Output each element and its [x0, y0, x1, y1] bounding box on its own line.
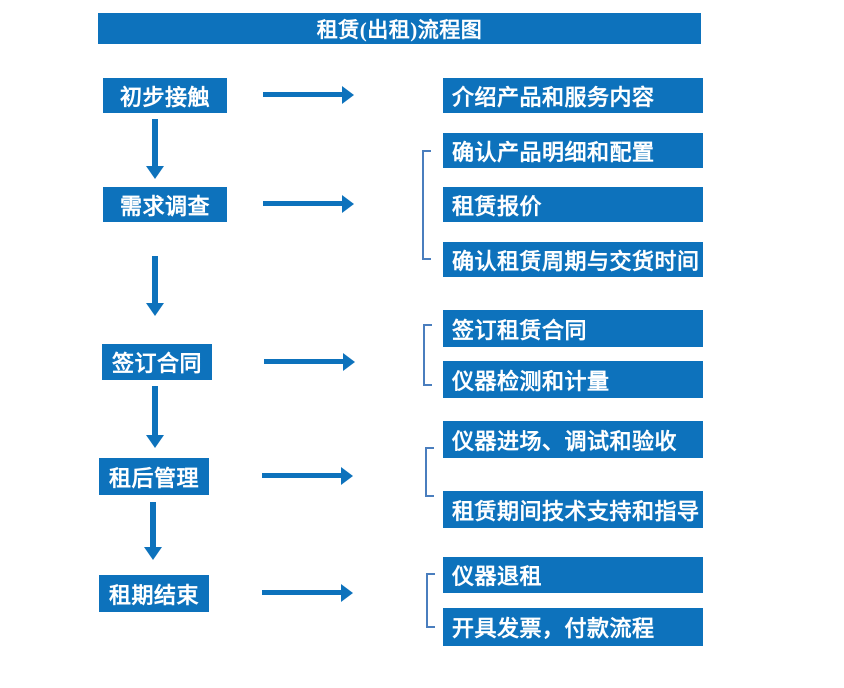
output-box-instrument-testing: 仪器检测和计量: [443, 361, 703, 398]
output-box-introduce-products: 介绍产品和服务内容: [443, 78, 703, 113]
flowchart-title: 租赁(出租)流程图: [98, 13, 701, 44]
arrow-right-icon: [262, 590, 341, 595]
group-bracket: [426, 573, 435, 628]
output-box-confirm-details: 确认产品明细和配置: [443, 133, 703, 168]
group-bracket: [425, 447, 434, 497]
output-box-instrument-return: 仪器退租: [443, 557, 703, 593]
arrow-right-icon: [263, 201, 342, 206]
output-box-sign-rental-contract: 签订租赁合同: [443, 310, 703, 347]
output-box-invoice-payment: 开具发票，付款流程: [443, 608, 703, 646]
arrow-down-icon: [152, 386, 158, 435]
group-bracket: [423, 324, 432, 386]
output-box-confirm-period: 确认租赁周期与交货时间: [443, 242, 703, 277]
stage-box-rental-end: 租期结束: [99, 575, 209, 612]
arrow-down-icon: [152, 119, 158, 166]
arrow-right-icon: [263, 92, 342, 97]
arrow-down-icon: [152, 256, 158, 303]
output-box-rental-quote: 租赁报价: [443, 187, 703, 222]
stage-box-sign-contract: 签订合同: [102, 344, 212, 380]
stage-box-demand-survey: 需求调查: [103, 187, 227, 222]
output-box-tech-support: 租赁期间技术支持和指导: [443, 491, 703, 528]
output-box-instrument-setup: 仪器进场、调试和验收: [443, 421, 703, 458]
group-bracket: [422, 150, 431, 260]
stage-box-post-rental-management: 租后管理: [99, 458, 209, 495]
arrow-down-icon: [150, 502, 156, 547]
stage-box-initial-contact: 初步接触: [103, 78, 227, 113]
arrow-right-icon: [262, 473, 341, 478]
arrow-right-icon: [264, 359, 343, 364]
